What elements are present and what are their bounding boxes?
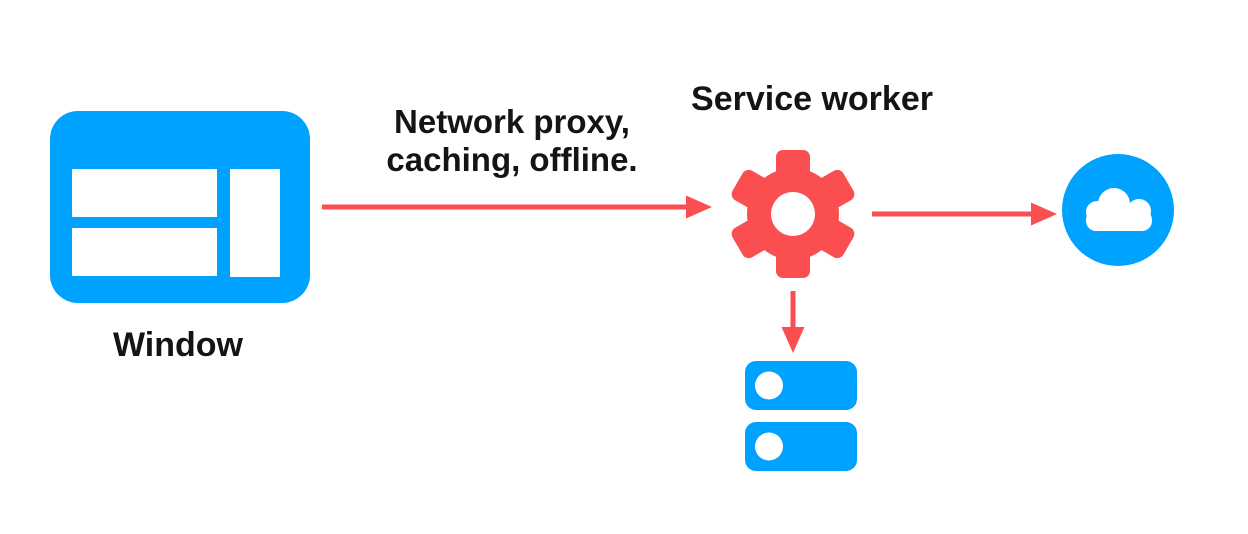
window-pane-top	[72, 169, 217, 217]
arrow-service-worker-to-network	[872, 202, 1057, 226]
window-pane-bottom	[72, 228, 217, 276]
storage-disk-top-light	[755, 371, 783, 400]
arrow-window-to-service-worker	[322, 195, 712, 219]
browser-window-icon	[50, 111, 310, 303]
arrow-service-worker-to-storage	[781, 291, 805, 353]
gear-icon	[731, 150, 855, 278]
cloud-glyph	[1086, 188, 1152, 231]
network-proxy-edge-label-line2: caching, offline.	[386, 141, 638, 179]
gear-hub-hole	[771, 192, 815, 236]
storage-disk-bottom-light	[755, 432, 783, 461]
network-proxy-edge-label-line1: Network proxy,	[394, 103, 630, 140]
cloud-icon	[1062, 154, 1174, 266]
storage-disks-icon	[745, 361, 857, 471]
network-proxy-edge-label: Network proxy, caching, offline.	[386, 103, 637, 180]
window-label: Window	[113, 326, 243, 364]
window-pane-sidebar	[230, 169, 280, 277]
service-worker-label: Service worker	[691, 80, 933, 118]
